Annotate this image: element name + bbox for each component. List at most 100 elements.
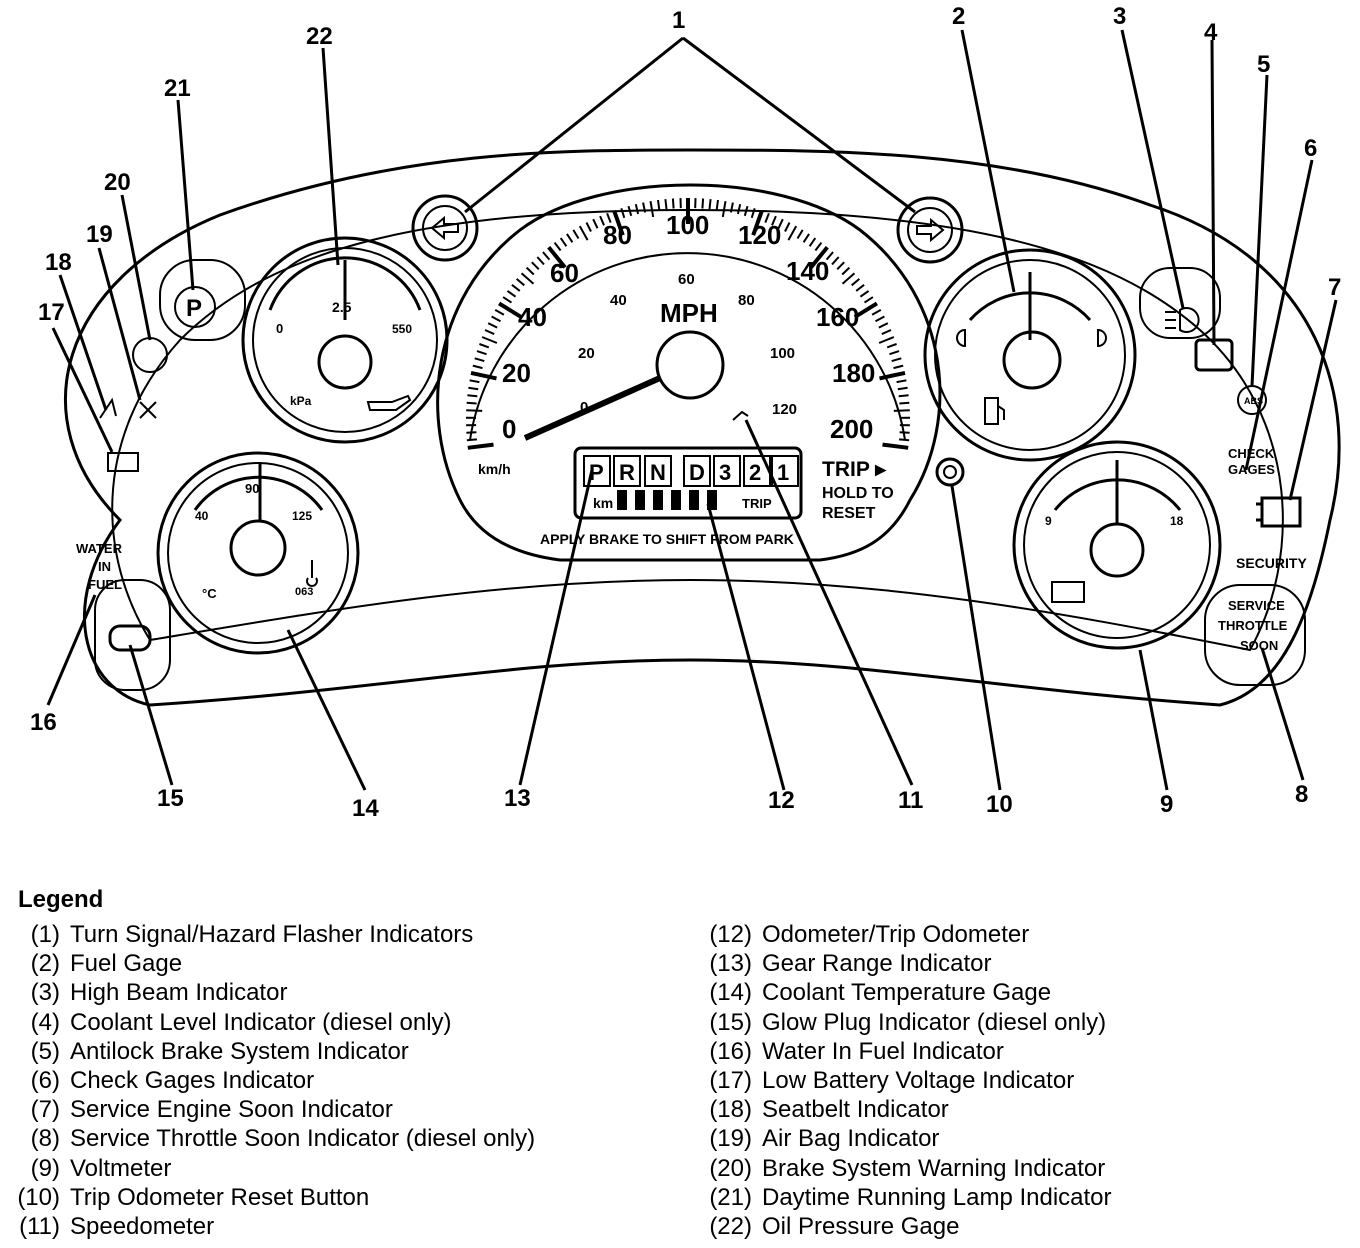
speedometer-tick — [784, 222, 791, 232]
speedometer-tick — [520, 272, 535, 285]
instrument-cluster-diagram: 0 20 40 60 80 100 120 140 160 180 200 20… — [30, 3, 1341, 822]
legend-item: (10)Trip Odometer Reset Button — [0, 1183, 369, 1212]
legend-item-text: Glow Plug Indicator (diesel only) — [762, 1008, 1107, 1036]
speedometer-tick — [531, 261, 540, 271]
kmh-tick-label: 40 — [610, 292, 627, 309]
gear-label: N — [650, 460, 666, 485]
water-in-fuel-label: WATER — [76, 541, 123, 556]
speedometer-tick — [511, 284, 521, 292]
speedometer-tick — [879, 370, 906, 381]
speedometer-tick — [612, 210, 625, 236]
legend-item-number: (5) — [30, 1037, 60, 1065]
high-beam-pod — [1139, 267, 1221, 339]
legend-item-text: Antilock Brake System Indicator — [70, 1037, 409, 1065]
legend-item-text: Low Battery Voltage Indicator — [762, 1067, 1075, 1094]
callout-number: 22 — [306, 23, 333, 50]
legend-item-number: (10) — [17, 1183, 60, 1211]
legend-item-text: Coolant Level Indicator (diesel only) — [70, 1008, 452, 1036]
speedometer-tick — [871, 309, 882, 316]
speedometer-tick — [796, 229, 804, 240]
park-indicator-label: P — [186, 295, 202, 322]
trip-label: TRIP ▸ — [822, 458, 887, 481]
trip-reset-button[interactable] — [935, 457, 965, 487]
coolant-gage-hub — [229, 519, 287, 577]
mph-tick-label: 160 — [816, 302, 859, 332]
speedometer-mph-labels: 0 20 40 60 80 100 120 140 160 180 200 — [502, 210, 875, 444]
engine-icon — [1256, 496, 1302, 528]
legend-item-text: Odometer/Trip Odometer — [762, 921, 1030, 948]
speedometer-tick — [547, 245, 567, 269]
legend-item-text: Speedometer — [70, 1213, 215, 1240]
gear-box — [644, 455, 672, 487]
speedometer-tick — [808, 237, 817, 247]
legend-item-number: (13) — [709, 950, 752, 978]
legend-item: (7)Service Engine Soon Indicator — [0, 1095, 393, 1124]
legend-item-number: (14) — [709, 979, 752, 1007]
legend-item-text: Turn Signal/Hazard Flasher Indicators — [70, 921, 474, 948]
odometer-digit — [653, 490, 663, 510]
speedometer-tick — [515, 278, 525, 287]
legend-item-text: Oil Pressure Gage — [762, 1213, 960, 1240]
right-turn-signal — [896, 196, 964, 264]
speedometer-tick — [491, 315, 501, 323]
trip-reset-button-inner — [943, 465, 957, 479]
mph-tick-label: 140 — [786, 256, 829, 286]
speedometer-tick — [802, 233, 810, 243]
speedometer-tick — [886, 343, 897, 349]
legend-item-text: Voltmeter — [70, 1154, 172, 1182]
mph-tick-label: 100 — [666, 210, 709, 240]
water-in-fuel-label: IN — [98, 559, 111, 574]
speedometer-tick — [899, 431, 910, 434]
legend-item-number: (22) — [709, 1213, 752, 1240]
security-label: SECURITY — [1236, 555, 1307, 571]
mph-tick-label: 120 — [738, 220, 781, 250]
coolant-gage-extra: 063 — [295, 586, 313, 598]
speedometer-tick — [487, 322, 498, 329]
oil-pressure-gage: 0 2.5 550 kPa — [241, 236, 449, 444]
legend-item: (20)Brake System Warning Indicator — [692, 1154, 1105, 1183]
callout-number: 15 — [157, 785, 184, 812]
fuel-pump-icon — [984, 397, 1005, 425]
legend-item: (22) Oil Pressure Gage — [692, 1212, 959, 1241]
speedometer-tick — [729, 202, 734, 213]
gear-odometer-display — [573, 446, 803, 520]
legend-item-text: Gear Range Indicator — [762, 950, 992, 978]
speedometer-kmh-labels: 20 40 60 80 100 120 0 — [578, 271, 797, 418]
speedometer-tick — [498, 301, 523, 319]
callout-number: 13 — [504, 785, 531, 812]
speedometer-tick — [882, 442, 909, 450]
legend-item: (12) Odometer/Trip Odometer — [692, 920, 1029, 949]
voltmeter-min: 9 — [1045, 514, 1052, 528]
legend-item-text: Fuel Gage — [70, 950, 183, 978]
legend-item: (19)Air Bag Indicator — [692, 1124, 939, 1153]
legend-item-number: (12) — [709, 921, 752, 948]
oil-gage-hub — [317, 334, 373, 390]
legend-item-number: (20) — [709, 1154, 752, 1182]
oil-can-icon — [366, 394, 412, 411]
speedometer-tick — [578, 225, 589, 241]
mph-tick-label: 20 — [502, 358, 531, 388]
service-throttle-label: SERVICE — [1228, 598, 1285, 613]
airbag-icon — [139, 401, 157, 419]
speedometer-tick — [585, 222, 592, 232]
fuel-gage-hub — [1002, 330, 1062, 390]
park-indicator-ring — [174, 286, 216, 328]
callout-number: 5 — [1257, 51, 1270, 78]
gear-label: D — [689, 460, 705, 485]
speedometer-tick — [863, 296, 874, 304]
speedometer-tick — [553, 241, 562, 252]
legend-item: (17)Low Battery Voltage Indicator — [692, 1066, 1074, 1095]
speedometer-tick — [878, 336, 895, 344]
speedometer-tick — [466, 438, 477, 442]
odometer-digit — [617, 490, 627, 510]
legend-item-number: (9) — [30, 1154, 60, 1182]
park-shift-notice: APPLY BRAKE TO SHIFT FROM PARK — [540, 531, 794, 547]
oil-gage-min: 0 — [276, 321, 283, 336]
speedometer-tick — [893, 409, 910, 412]
speedometer-tick — [472, 364, 483, 370]
speedometer-tick — [751, 210, 764, 236]
legend-item-number: (6) — [30, 1067, 60, 1094]
speedometer-tick — [657, 199, 661, 211]
empty-mark-icon — [956, 328, 966, 348]
legend-item: (11)Speedometer — [0, 1212, 214, 1241]
